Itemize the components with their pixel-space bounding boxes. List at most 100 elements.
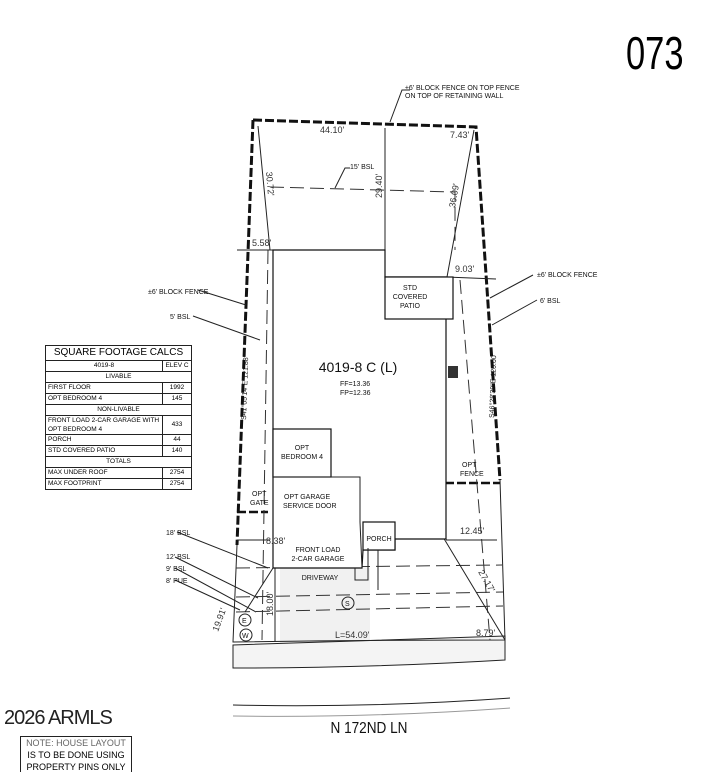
dim-right-diag: 36.09' [447,182,461,208]
dim-center: 29.40' [374,173,384,198]
walkway [354,548,379,590]
section-non-livable: NON-LIVABLE [45,404,192,416]
row-label: FRONT LOAD 2-CAR GARAGE WITH OPT BEDROOM… [45,415,163,435]
lot-number: 073 [626,27,684,79]
layout-note: NOTE: HOUSE LAYOUT IS TO BE DONE USING P… [20,736,132,772]
patio-label-2: COVERED [393,294,428,301]
table-row: FRONT LOAD 2-CAR GARAGE WITH OPT BEDROOM… [45,415,192,435]
dim-drive-depth: 18.00' [265,591,275,616]
sewer-label: S [345,601,350,608]
garage-door-label: OPT GARAGE [284,494,330,501]
row-value: 2754 [162,478,192,490]
front-12-setback [235,591,504,598]
table-title: SQUARE FOOTAGE CALCS [45,345,192,361]
sidewalk [232,635,506,669]
opt-gate-label: OPT [252,491,267,498]
sewer-icon [341,596,355,610]
row-label: OPT BEDROOM 4 [45,393,163,405]
bedroom-label: OPT [295,445,310,452]
section-totals: TOTALS [45,456,192,468]
garage-wall [273,476,363,569]
plan-name: 4019-8 C (L) [319,359,398,375]
row-value: 433 [162,415,192,435]
pue-label: 8' PUE [166,578,188,585]
street-name: N 172ND LN [331,720,408,737]
water-label: W [242,633,249,640]
dim-left-bearing: S41°05'14"E 121.88' [240,356,250,420]
front-12-bsl-label: 12' BSL [166,554,190,561]
rear-fence-label: ±6' BLOCK FENCE ON TOP FENCE [405,85,520,92]
water-icon [239,628,253,642]
left-fence-label: ±6' BLOCK FENCE [148,289,209,296]
rear-fence-label-2: ON TOP OF RETAINING WALL [405,93,504,100]
right-setback-line [459,279,491,641]
electric-label: E [242,618,247,625]
row-value: 44 [162,434,192,446]
driveway-label: DRIVEWAY [302,575,339,582]
rear-bsl-label: 15' BSL [350,164,374,171]
note-line: IS TO BE DONE USING [27,750,125,760]
row-label: STD COVERED PATIO [45,445,163,457]
plan-header: 4019-8 [45,360,163,372]
section-livable: LIVABLE [45,371,192,383]
row-value: 2754 [162,467,192,479]
dim-right-bearing: S46°28'39"E 120.00' [488,354,498,418]
right-bsl-label: 6' BSL [540,298,561,305]
row-label: PORCH [45,434,163,446]
opt-fence-label-2: FENCE [460,471,484,478]
curb-line [232,697,511,707]
dim-arc: L=54.09' [335,630,370,640]
block-fence-lot-line [252,118,502,481]
patio-label-3: PATIO [400,303,421,310]
dim-rear-right: 7.43' [450,130,470,140]
garage-label: FRONT LOAD [296,547,341,554]
note-line: PROPERTY PINS ONLY [26,762,126,772]
opt-fence-label: OPT [462,462,477,469]
left-block-fence [235,119,255,546]
electric-icon [238,613,252,627]
row-value: 140 [162,445,192,457]
ac-unit-icon [448,366,458,378]
finished-pad: FP=12.36 [340,390,371,397]
garage-door-label-2: SERVICE DOOR [283,503,337,510]
dim-front-left: 8.38' [266,536,286,546]
front-9-bsl-label: 9' BSL [166,566,187,573]
leader-lines [174,89,538,613]
dim-rear: 44.10' [320,125,345,135]
dim-right-side: 9.03' [455,264,475,274]
dim-front-diag: 27.17' [476,568,497,594]
row-value: 145 [162,393,192,405]
note-line: NOTE: HOUSE LAYOUT [26,738,126,748]
gutter-line [232,707,511,717]
opt-bedroom [272,428,332,478]
watermark: 2026 ARMLS [4,707,113,729]
left-setback-line [261,249,269,641]
covered-patio [384,276,454,320]
row-value: 1992 [162,382,192,394]
row-label: MAX FOOTPRINT [45,478,163,490]
left-bsl-label: 5' BSL [170,314,191,321]
front-9-setback [235,605,504,613]
lot-line [232,479,506,643]
finished-floor: FF=13.36 [340,381,370,388]
row-label: MAX UNDER ROOF [45,467,163,479]
dim-front-right: 12.45' [460,526,485,536]
patio-label: STD [403,285,417,292]
opt-gate-label-2: GATE [250,500,269,507]
garage-label-2: 2-CAR GARAGE [292,556,345,563]
dimension-lines [237,125,506,642]
dim-left-front-diag: 19.91' [210,606,228,632]
dim-left-diag: 30.72' [264,171,276,196]
bedroom-label-2: BEDROOM 4 [281,454,323,461]
row-label: FIRST FLOOR [45,382,163,394]
elev-header: ELEV C [162,360,192,372]
porch-label: PORCH [366,536,391,543]
rear-setback-line [269,186,456,250]
